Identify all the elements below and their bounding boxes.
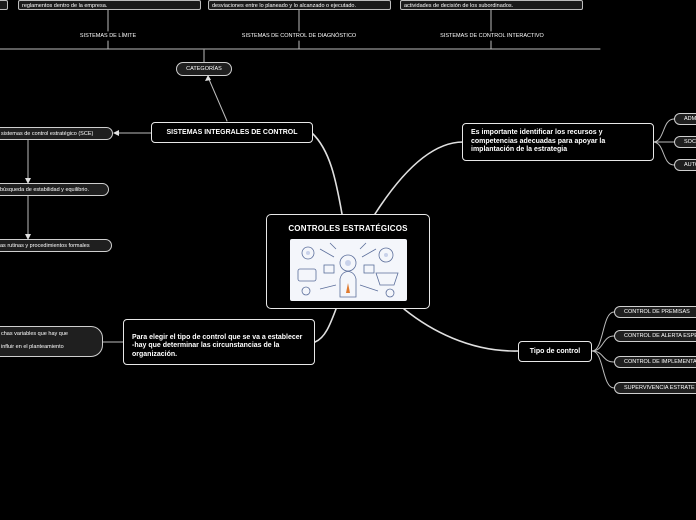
variables-line-2: influir en el planteamiento [1,344,64,350]
top-box-diagnostico[interactable]: desviaciones entre lo planeado y lo alca… [208,0,391,10]
link-tipo-premisas [591,311,615,352]
doodle-illustration-icon [297,242,399,298]
label-sistemas-interactivo[interactable]: SISTEMAS DE CONTROL INTERACTIVO [440,33,544,39]
top-box-interactivo[interactable]: actividades de decisión de los subordina… [400,0,583,10]
top-box-limite[interactable]: reglamentos dentro de la empresa. [18,0,201,10]
center-title: CONTROLES ESTRATÉGICOS [288,224,408,233]
link-recursos-adm [652,118,675,143]
arrowhead-categorias [205,75,211,81]
elegir-node[interactable]: Para elegir el tipo de control que se va… [123,319,315,365]
arrowhead-sce [113,130,119,136]
label-sistemas-limite[interactable]: SISTEMAS DE LÍMITE [79,33,137,39]
categorias-node[interactable]: CATEGORÍAS [176,62,232,76]
variables-line-1: chas variables que hay que [1,331,68,337]
top-box-limite-text: reglamentos dentro de la empresa. [22,3,108,9]
recursos-child-auto[interactable]: AUTO [674,159,696,171]
link-center-tipo [403,308,519,352]
estabilidad-node[interactable]: búsqueda de estabilidad y equilibrio. [0,183,109,196]
variables-node[interactable]: chas variables que hay que influir en el… [0,326,103,357]
recursos-child-adm[interactable]: ADM [674,113,696,125]
tipo-control-node[interactable]: Tipo de control [518,341,592,362]
top-box-interactivo-text: actividades de decisión de los subordina… [404,3,514,9]
rutinas-node[interactable]: as rutinas y procedimientos formales [0,239,112,252]
sistemas-integrales-node[interactable]: SISTEMAS INTEGRALES DE CONTROL [151,122,313,143]
link-center-sistemas [311,132,343,215]
arrowhead-estabilidad [25,178,31,184]
tipo-child-premisas[interactable]: CONTROL DE PREMISAS [614,306,696,318]
recursos-text: Es importante identificar los recursos y… [471,129,606,153]
center-image [290,239,407,301]
elegir-text: Para elegir el tipo de control que se va… [132,333,303,358]
top-box-left-edge[interactable] [0,0,8,10]
arrowhead-rutinas [25,234,31,240]
tipo-child-alerta[interactable]: CONTROL DE ALERTA ESPE [614,330,696,342]
label-sistemas-diagnostico[interactable]: SISTEMAS DE CONTROL DE DIAGNÓSTICO [241,33,357,39]
sce-node[interactable]: sistemas de control estratégico (SCE) [0,127,113,140]
recursos-child-soci[interactable]: SOCI [674,136,696,148]
link-tipo-alerta [591,335,615,352]
top-box-diagnostico-text: desviaciones entre lo planeado y lo alca… [212,3,357,9]
link-center-recursos [374,141,464,215]
tipo-child-supervivencia[interactable]: SUPERVIVENCIA ESTRATE [614,382,696,394]
recursos-node[interactable]: Es importante identificar los recursos y… [462,123,654,161]
link-sistemas-categorias [207,76,228,122]
link-center-elegir [314,308,337,343]
center-node[interactable]: CONTROLES ESTRATÉGICOS [266,214,430,309]
link-recursos-auto [652,141,675,166]
link-tipo-supervivencia [591,350,615,389]
tipo-child-implementa[interactable]: CONTROL DE IMPLEMENTA [614,356,696,368]
